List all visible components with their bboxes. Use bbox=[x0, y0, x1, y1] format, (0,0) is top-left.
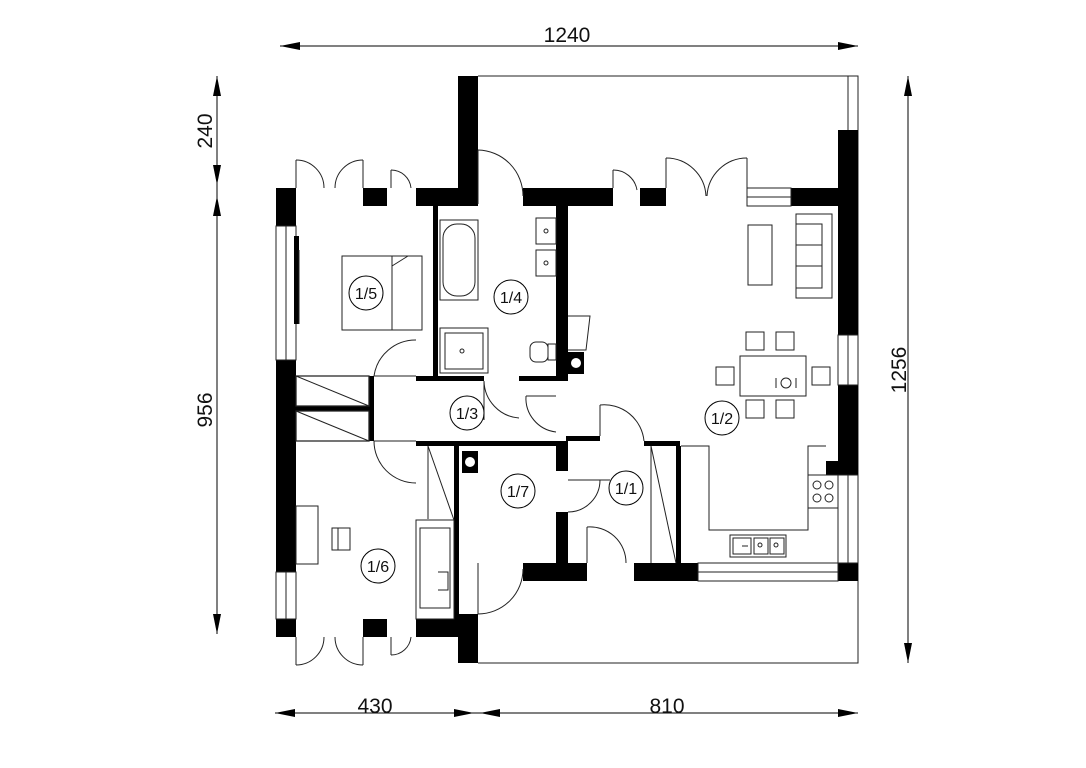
room-label-1-3: 1/3 bbox=[449, 395, 485, 431]
room-label-1-4-text: 1/4 bbox=[500, 290, 522, 307]
doors bbox=[295, 149, 748, 666]
walls bbox=[276, 76, 858, 663]
room-label-1-2-text: 1/2 bbox=[711, 411, 733, 428]
office-furniture bbox=[295, 505, 455, 620]
dimension-left-top-label: 240 bbox=[194, 113, 217, 148]
room-label-1-6: 1/6 bbox=[360, 548, 396, 584]
bedroom-furniture bbox=[341, 255, 423, 331]
stairs bbox=[295, 375, 677, 564]
room-label-1-1-text: 1/1 bbox=[615, 481, 637, 498]
room-label-1-6-text: 1/6 bbox=[367, 559, 389, 576]
dimension-top-label: 1240 bbox=[544, 24, 591, 47]
room-label-1-5: 1/5 bbox=[348, 275, 384, 311]
windows bbox=[275, 187, 859, 620]
kitchen-counter bbox=[681, 445, 839, 558]
bathroom-fixtures bbox=[439, 217, 557, 374]
dimension-left: 240 956 bbox=[194, 76, 221, 634]
dimension-right: 1256 bbox=[888, 76, 912, 663]
room-labels: 1/1 1/2 1/3 1/4 1/5 1/6 1/7 bbox=[348, 275, 740, 584]
living-furniture bbox=[568, 213, 833, 419]
room-label-1-1: 1/1 bbox=[608, 470, 644, 506]
dimension-right-label: 1256 bbox=[888, 347, 911, 394]
room-label-1-7: 1/7 bbox=[500, 473, 536, 509]
room-label-1-3-text: 1/3 bbox=[456, 406, 478, 423]
dimension-bottom-left-label: 430 bbox=[357, 695, 392, 718]
room-label-1-4: 1/4 bbox=[493, 279, 529, 315]
utility-fixtures bbox=[462, 451, 478, 473]
room-label-1-5-text: 1/5 bbox=[355, 286, 377, 303]
room-label-1-2: 1/2 bbox=[704, 400, 740, 436]
dimension-top: 1240 bbox=[280, 24, 858, 50]
room-label-1-7-text: 1/7 bbox=[507, 484, 529, 501]
dimension-bottom-right-label: 810 bbox=[649, 695, 684, 718]
dimension-bottom: 430 810 bbox=[275, 695, 858, 718]
dimension-left-main-label: 956 bbox=[194, 392, 217, 427]
